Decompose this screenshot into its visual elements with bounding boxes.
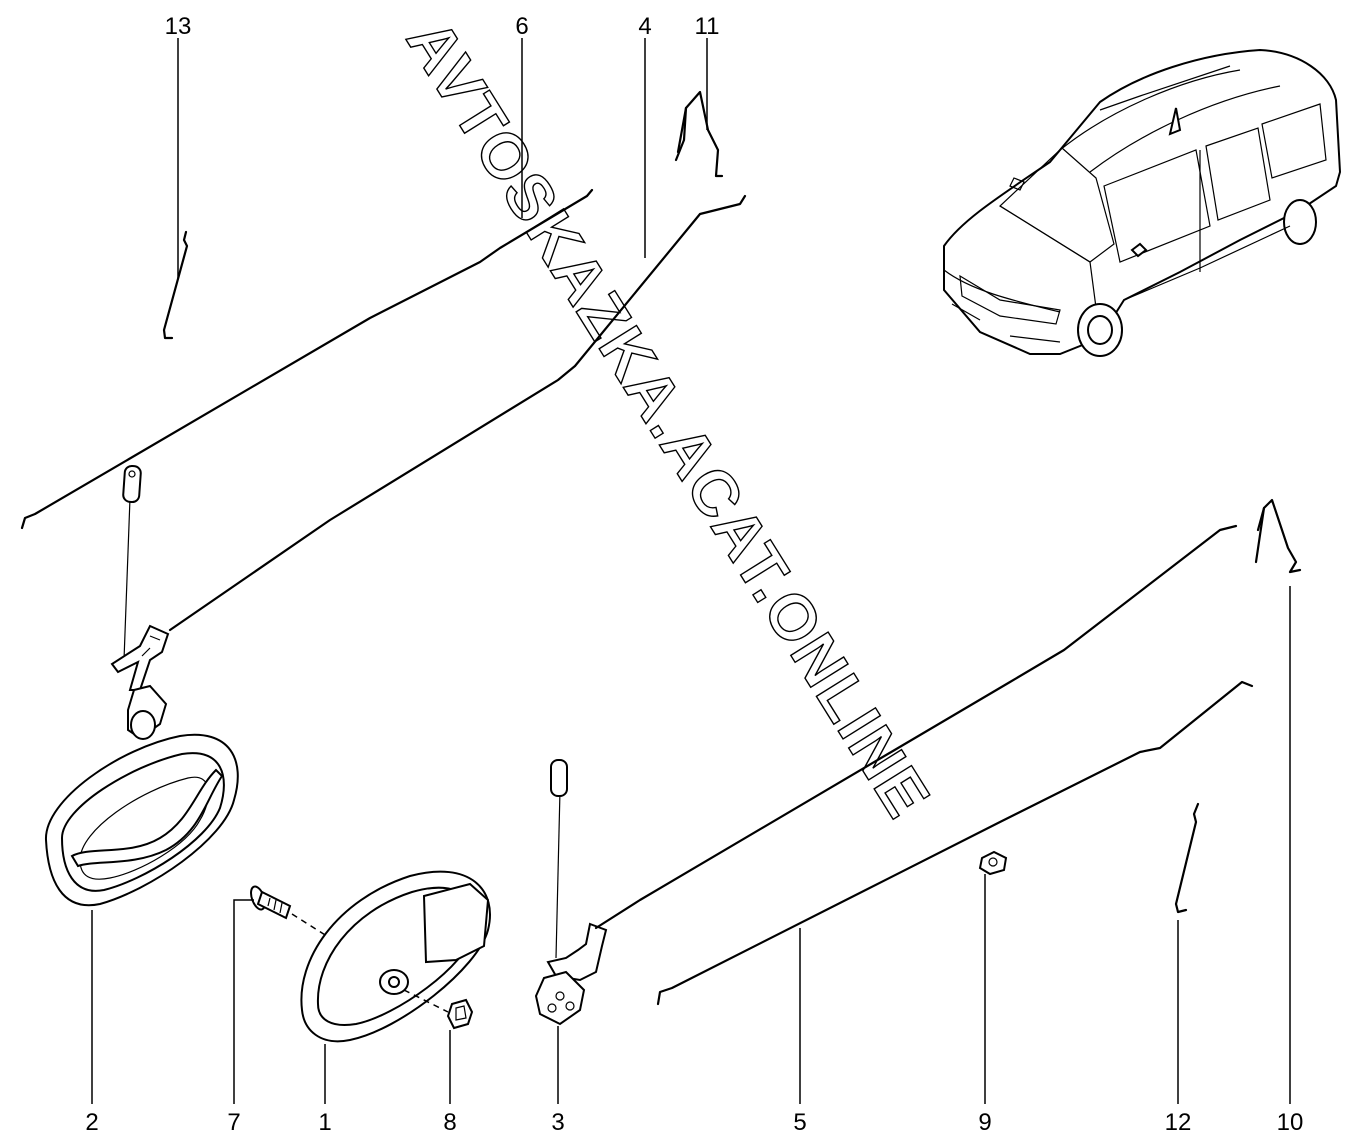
front-lock-tab	[122, 464, 142, 504]
rear-lock-mechanism	[534, 922, 608, 1026]
rear-upper-rod	[594, 524, 1238, 930]
callout-3: 3	[551, 1109, 564, 1136]
callout-1: 1	[318, 1109, 331, 1136]
rod-11	[674, 90, 724, 178]
inner-handle-housing	[300, 870, 491, 1043]
rod-6	[20, 188, 594, 530]
callout-6: 6	[515, 13, 528, 40]
clip-9	[978, 850, 1008, 876]
callout-13: 13	[165, 13, 192, 40]
front-lock-link	[123, 497, 131, 661]
callout-2: 2	[85, 1109, 98, 1136]
callout-9: 9	[978, 1109, 991, 1136]
callout-10: 10	[1277, 1109, 1304, 1136]
rear-lock-link	[555, 789, 561, 959]
watermark: AVTOSKAZKA.ACAT.ONLINE	[393, 7, 945, 830]
callout-11: 11	[695, 13, 720, 40]
rod-12	[1174, 802, 1200, 914]
callout-8: 8	[443, 1109, 456, 1136]
callout-5: 5	[793, 1109, 806, 1136]
leader-7	[233, 899, 254, 1104]
callout-7: 7	[227, 1109, 240, 1136]
screw-7	[250, 885, 292, 920]
screw-axis	[291, 913, 331, 939]
car-illustration	[943, 48, 1342, 357]
interior-handle-bezel	[44, 733, 239, 907]
front-lock-mechanism	[110, 624, 170, 740]
rod-5	[656, 680, 1254, 1006]
callout-4: 4	[638, 13, 651, 40]
tab-hole	[128, 470, 136, 478]
rear-lock-tab	[550, 759, 568, 797]
rod-4	[168, 194, 747, 632]
clip-8	[446, 998, 474, 1030]
clip-axis	[403, 989, 449, 1013]
callout-12: 12	[1165, 1109, 1192, 1136]
rod-13	[162, 230, 189, 340]
